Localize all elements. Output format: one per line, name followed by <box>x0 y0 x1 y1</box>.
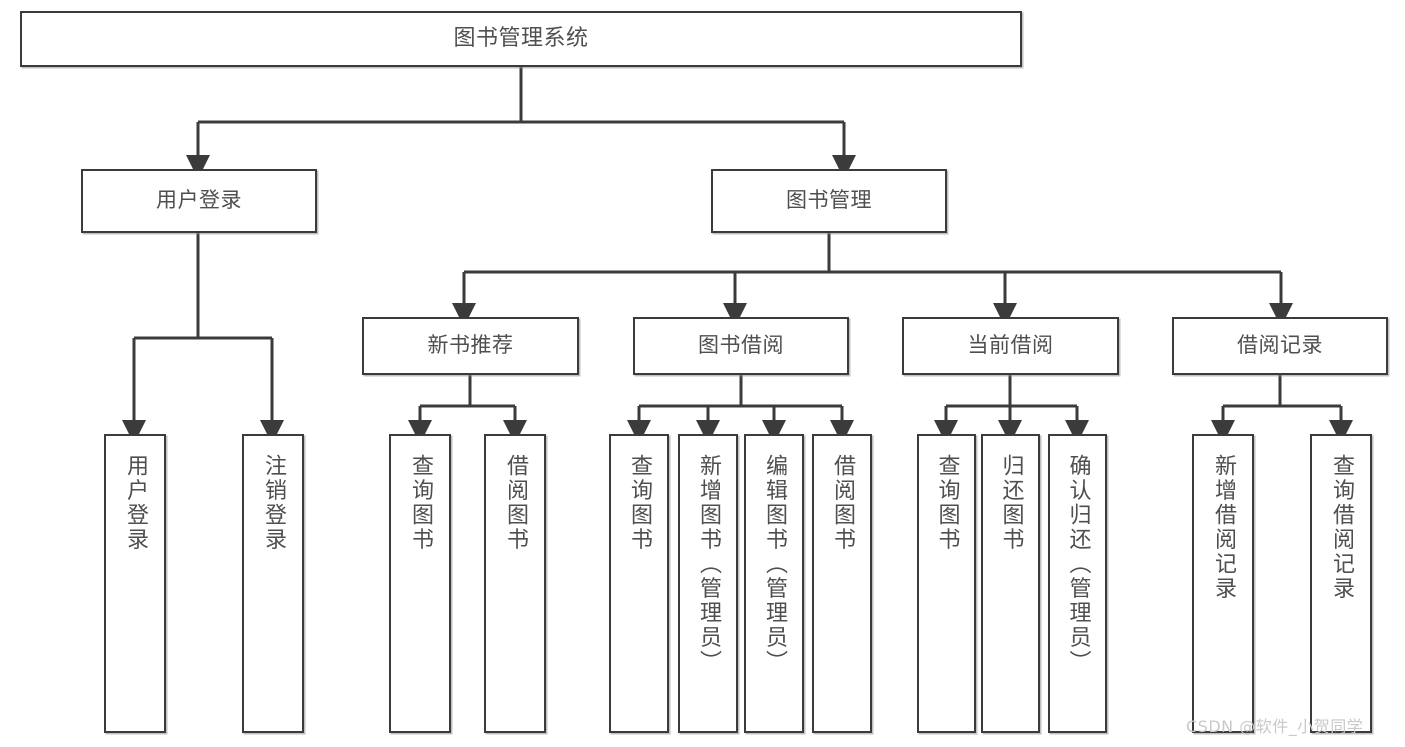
node-label: 图书管理 <box>786 188 872 213</box>
node-label: 新书推荐 <box>427 333 514 358</box>
node-user-login[interactable]: 用户登录 <box>81 169 317 233</box>
csdn-watermark: CSDN @软件_小贺同学 <box>1186 717 1364 736</box>
node-borrowing-record[interactable]: 借阅记录 <box>1172 317 1388 375</box>
node-book-management[interactable]: 图书管理 <box>711 169 947 233</box>
node-label: 用户登录 <box>123 454 148 552</box>
node-label: 查询图书 <box>934 454 960 552</box>
node-label: 新增借阅记录 <box>1211 454 1236 601</box>
node-label: 查询借阅记录 <box>1329 454 1354 601</box>
node-current-borrowing[interactable]: 当前借阅 <box>902 317 1119 375</box>
node-new-book-recommendation[interactable]: 新书推荐 <box>362 317 579 375</box>
node-label: 编辑图书（管理员） <box>762 454 787 675</box>
node-label: 当前借阅 <box>967 333 1054 358</box>
node-label: 图书管理系统 <box>453 25 589 51</box>
node-label: 确认归还（管理员） <box>1065 454 1091 675</box>
node-label: 借阅记录 <box>1237 333 1323 358</box>
node-label: 借阅图书 <box>830 454 855 552</box>
node-label: 新增图书（管理员） <box>696 454 721 675</box>
leaf-record-add-borrow-record[interactable]: 新增借阅记录 <box>1192 434 1254 733</box>
leaf-borrow-edit-book-admin[interactable]: 编辑图书（管理员） <box>744 434 804 733</box>
node-label: 归还图书 <box>998 454 1024 552</box>
node-label: 图书借阅 <box>698 333 784 358</box>
node-label: 用户登录 <box>156 188 242 213</box>
node-label: 注销登录 <box>261 454 286 552</box>
leaf-current-return-book[interactable]: 归还图书 <box>981 434 1040 733</box>
leaf-user-logout[interactable]: 注销登录 <box>242 434 304 733</box>
leaf-record-query-borrow-record[interactable]: 查询借阅记录 <box>1310 434 1372 733</box>
leaf-borrow-borrow-book[interactable]: 借阅图书 <box>812 434 872 733</box>
leaf-borrow-query-book[interactable]: 查询图书 <box>609 434 669 733</box>
leaf-recommend-borrow-book[interactable]: 借阅图书 <box>484 434 546 733</box>
leaf-user-login[interactable]: 用户登录 <box>104 434 166 733</box>
node-label: 查询图书 <box>408 454 433 552</box>
leaf-recommend-query-book[interactable]: 查询图书 <box>389 434 451 733</box>
node-root-book-management-system[interactable]: 图书管理系统 <box>20 11 1022 67</box>
leaf-current-confirm-return-admin[interactable]: 确认归还（管理员） <box>1048 434 1107 733</box>
leaf-borrow-add-book-admin[interactable]: 新增图书（管理员） <box>678 434 738 733</box>
node-label: 查询图书 <box>627 454 652 552</box>
node-book-borrowing[interactable]: 图书借阅 <box>633 317 849 375</box>
leaf-current-query-book[interactable]: 查询图书 <box>917 434 976 733</box>
node-label: 借阅图书 <box>503 454 528 552</box>
